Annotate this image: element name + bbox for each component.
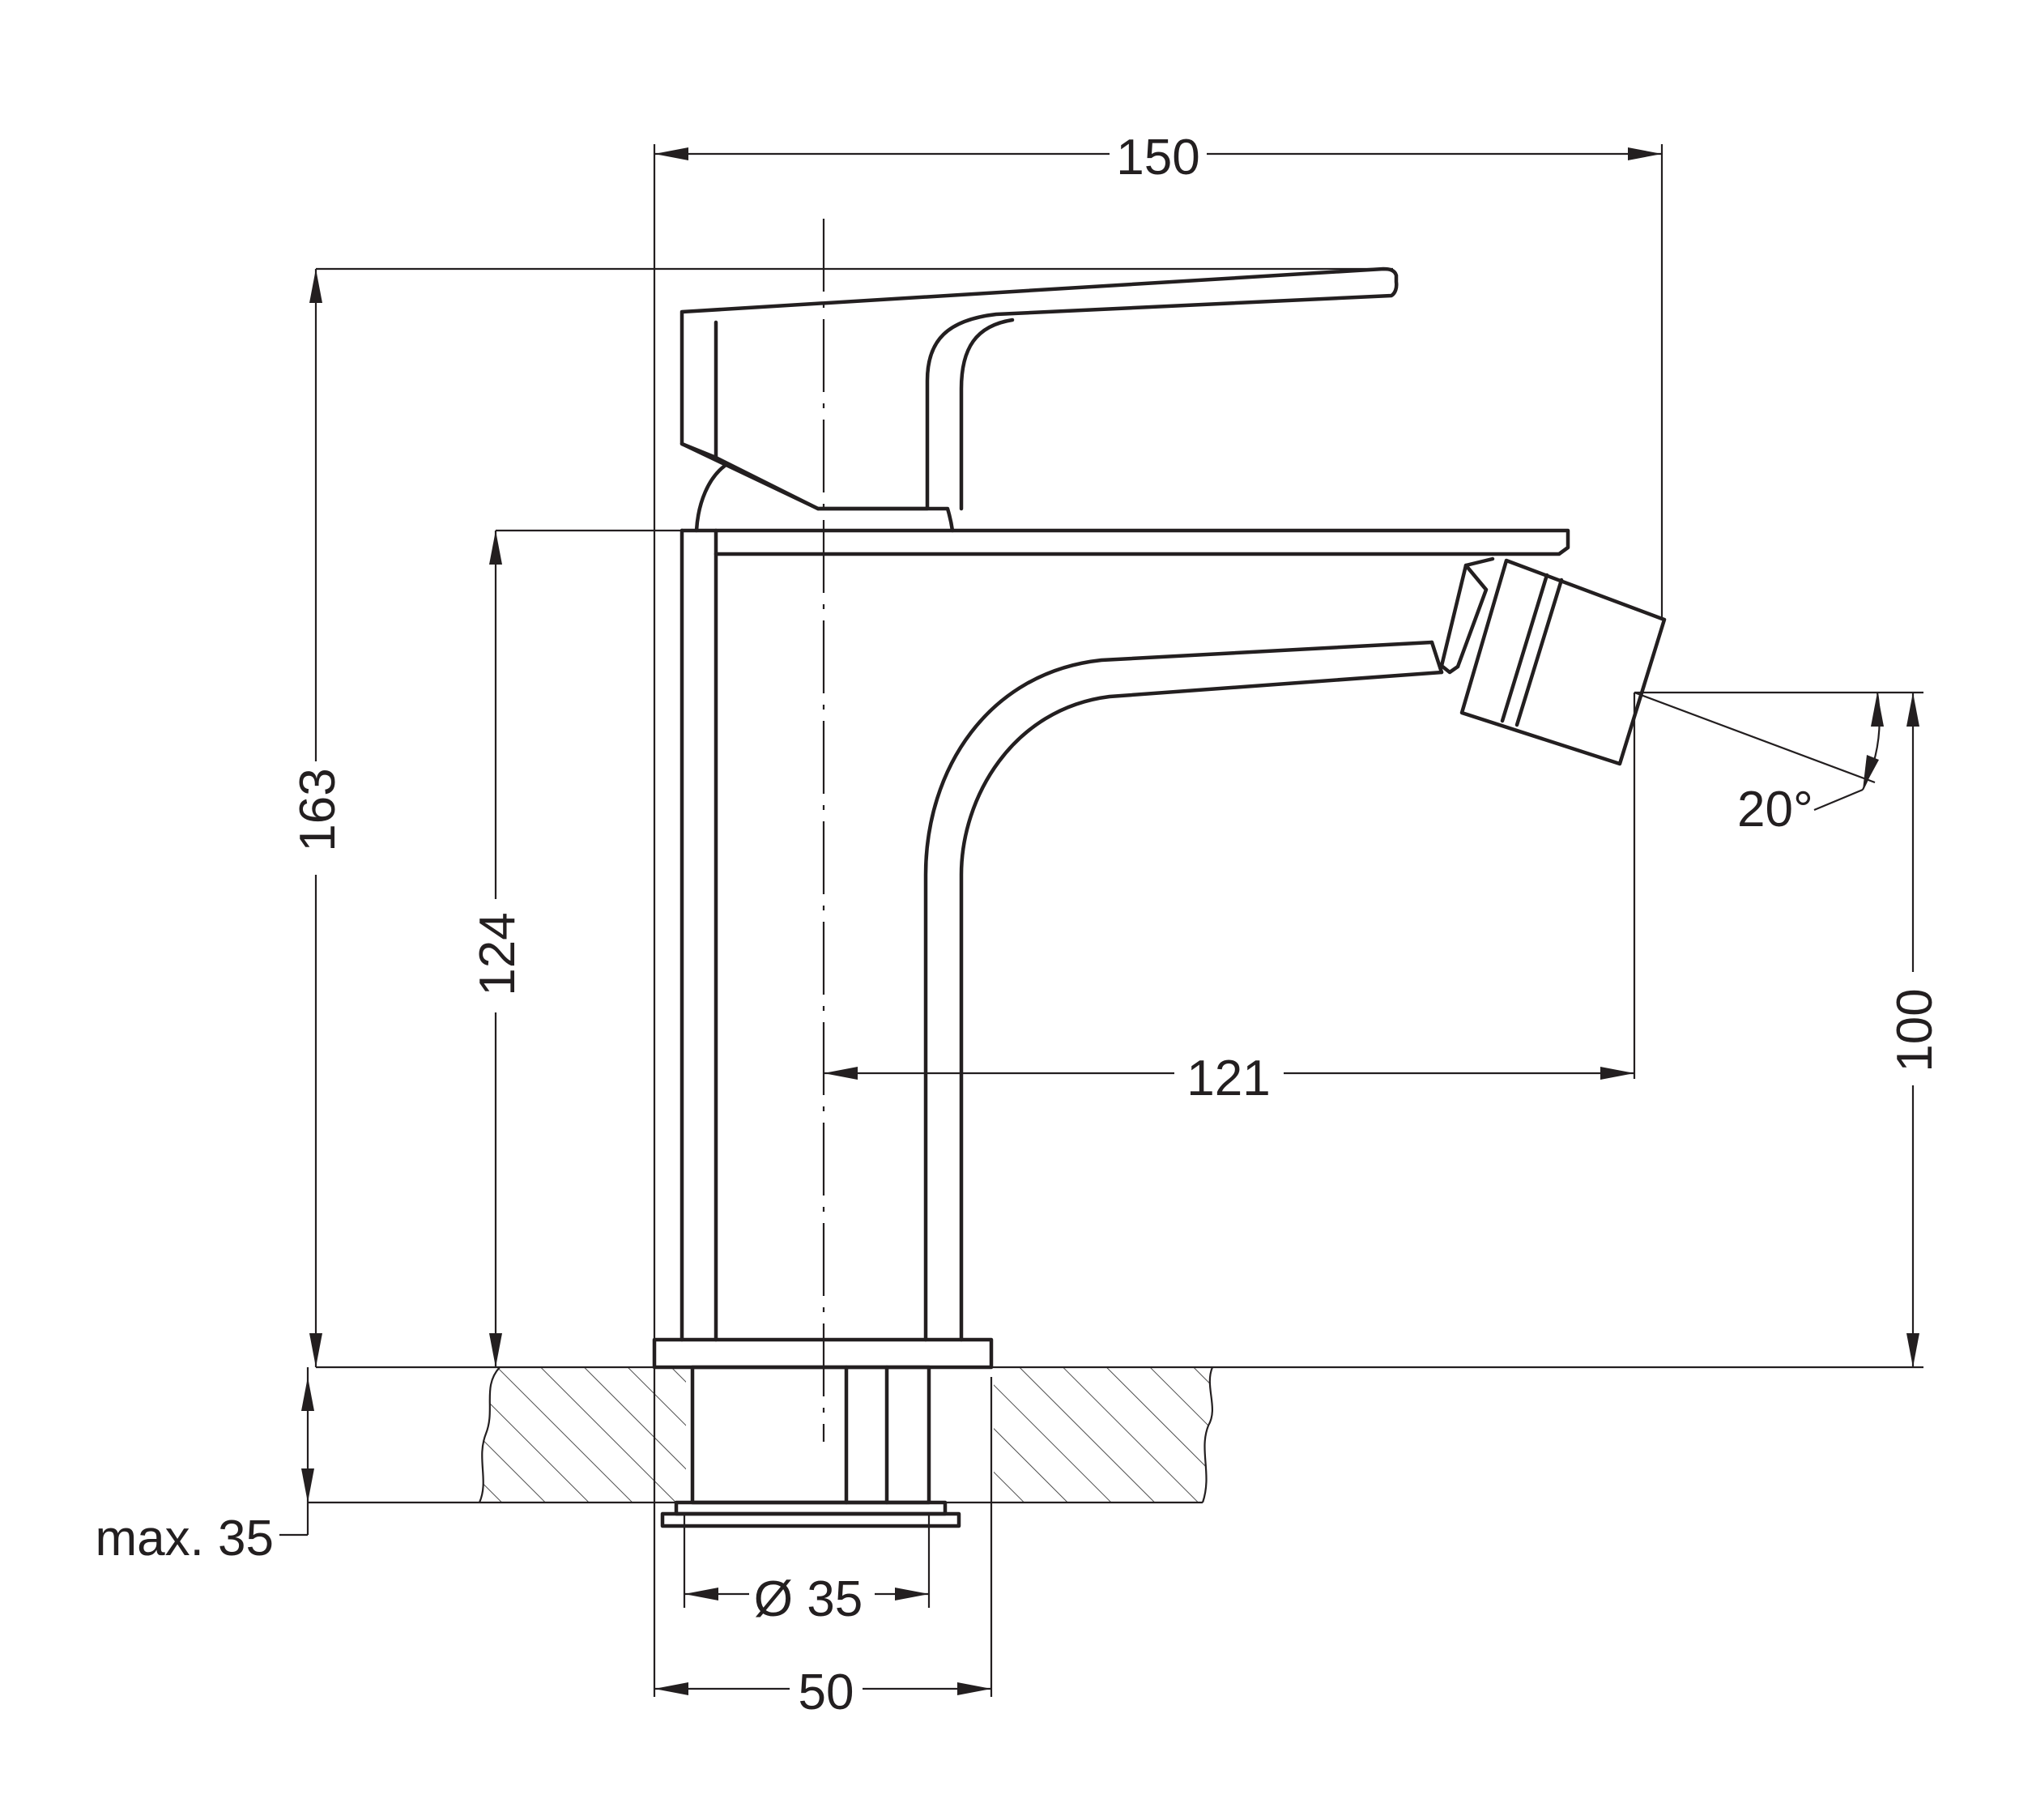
dim-spout-reach: 121 <box>824 1049 1634 1106</box>
spout <box>923 640 1444 1342</box>
dim-hole-diameter: Ø 35 <box>684 1567 929 1627</box>
dim-label-150: 150 <box>1116 130 1199 185</box>
dim-spout-height: 100 <box>1887 693 1943 1367</box>
dim-overall-height: 163 <box>290 269 346 1367</box>
dim-label-20deg: 20° <box>1737 782 1813 838</box>
dim-base-width: 50 <box>654 1662 991 1720</box>
dim-label-50: 50 <box>799 1664 854 1720</box>
dim-body-height: 124 <box>470 531 526 1367</box>
dim-label-163: 163 <box>290 768 346 851</box>
dim-label-121: 121 <box>1186 1051 1270 1106</box>
dim-max-thickness: max. 35 <box>95 1367 314 1566</box>
dim-label-diameter-35: Ø 35 <box>754 1571 863 1627</box>
aerator-head <box>1439 556 1667 766</box>
mounting-shank <box>660 1365 961 1528</box>
faucet-body <box>652 463 1570 1370</box>
dim-label-100: 100 <box>1887 988 1943 1072</box>
dim-label-124: 124 <box>470 912 526 995</box>
dim-spray-angle: 20° <box>1737 692 1884 838</box>
dim-overall-width: 150 <box>654 130 1662 185</box>
dim-label-max-35: max. 35 <box>95 1511 274 1566</box>
extension-lines <box>308 144 1923 1697</box>
lever-handle <box>679 266 1399 511</box>
countertop-section <box>478 1366 1214 1505</box>
